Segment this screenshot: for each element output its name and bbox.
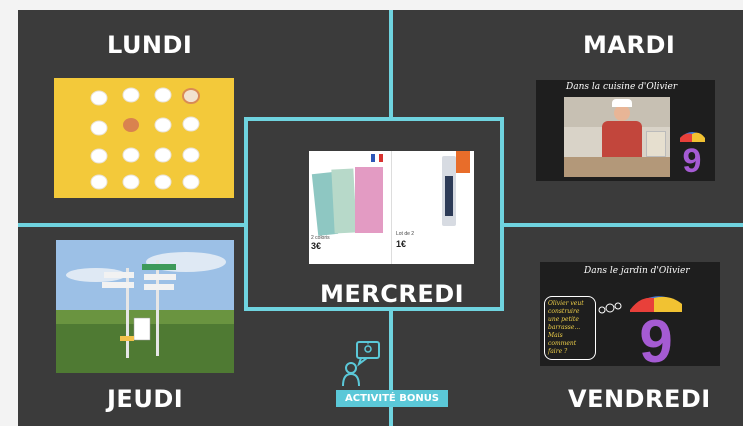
kitchen-counter: [564, 157, 670, 177]
wednesday-activity-image[interactable]: 3€ 2 coloris 1€ Lot de 2: [309, 151, 474, 264]
lot-left: 2 coloris: [311, 235, 330, 241]
french-flag-icon: [371, 154, 383, 162]
day-label-tuesday: MARDI: [583, 31, 676, 59]
thursday-activity-image[interactable]: [56, 240, 234, 373]
day-label-wednesday: MERCREDI: [320, 280, 465, 308]
lot-right: Lot de 2: [396, 231, 415, 237]
notebook-mint: [331, 168, 357, 234]
number-nine-mascot-icon: 9: [680, 132, 705, 174]
egg-shells-illustration: [90, 87, 200, 190]
bonus-activity-label[interactable]: ACTIVITÉ BONUS: [336, 390, 448, 407]
price-left: 3€: [311, 241, 322, 251]
tuesday-caption: Dans la cuisine d'Olivier: [566, 82, 678, 92]
cereal-box: [646, 131, 666, 157]
thought-bubble: Olivier veut construire une petite barra…: [544, 296, 596, 360]
friday-caption: Dans le jardin d'Olivier: [584, 266, 690, 276]
chef-hat: [612, 99, 632, 107]
price-right: 1€: [396, 239, 407, 249]
chef-shirt: [602, 121, 642, 161]
mascot-digit: 9: [639, 308, 672, 364]
mascot-digit: 9: [683, 142, 702, 174]
crossroads-signpost-illustration: [56, 240, 234, 373]
flyer-left-page: 3€ 2 coloris: [309, 151, 392, 264]
marker-pack-tag: [456, 151, 470, 173]
number-nine-mascot-icon: 9: [630, 296, 682, 364]
notebook-pink: [355, 167, 383, 233]
day-label-thursday: JEUDI: [107, 385, 184, 413]
friday-activity-image[interactable]: Dans le jardin d'Olivier Olivier veut co…: [540, 262, 720, 366]
marker-pack: [442, 156, 456, 226]
tuesday-activity-image[interactable]: Dans la cuisine d'Olivier 9: [536, 80, 715, 181]
chef-face: [614, 105, 630, 121]
day-label-monday: LUNDI: [107, 31, 193, 59]
kitchen-video-frame: [564, 97, 670, 177]
day-label-friday: VENDREDI: [568, 385, 711, 413]
thought-dots: [598, 302, 622, 314]
flyer-right-page: 1€ Lot de 2: [392, 151, 474, 264]
monday-activity-image[interactable]: [54, 78, 234, 198]
thought-bubble-text: Olivier veut construire une petite barra…: [548, 300, 584, 355]
bonus-activity-icon[interactable]: [341, 340, 383, 388]
